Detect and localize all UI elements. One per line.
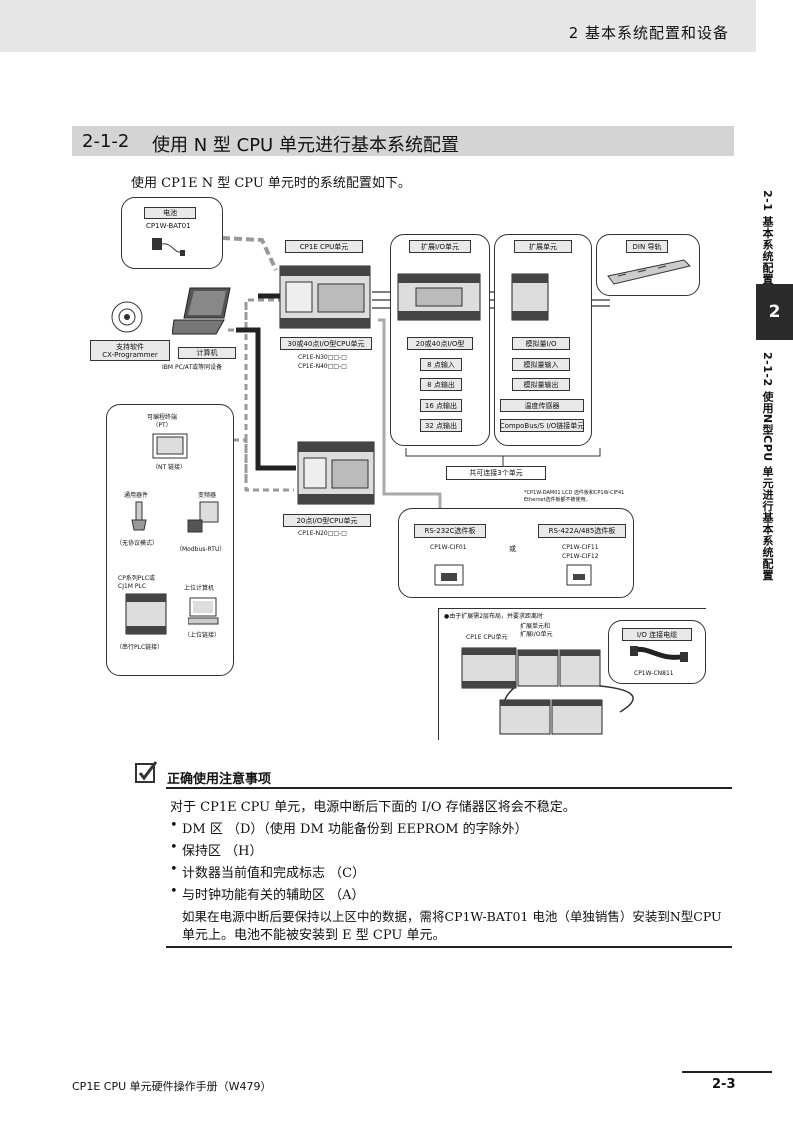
exp-unit-item: CompoBus/S I/O链接单元 (500, 419, 584, 432)
host-label: 上位计算机 (184, 585, 215, 592)
exp-unit-title: 扩展单元 (514, 240, 572, 253)
inverter-label: 变频器 (198, 492, 217, 499)
side-section-212: 2-1-2 使用N型CPU 单元进行基本系统配置 (761, 352, 774, 582)
connect-note: 共可连接3个单元 (446, 466, 546, 480)
rs232-board-icon (434, 564, 464, 586)
bullet-dot: • (170, 884, 178, 899)
header-bar (0, 0, 756, 52)
footer-rule (682, 1071, 772, 1073)
bullet-dot: • (170, 818, 178, 833)
chapter-tab-number: 2 (768, 302, 781, 322)
exp-io-type: 20或40点I/O型 (407, 337, 473, 350)
pt-label: 可编程终端 （PT） (147, 414, 178, 429)
din-rail-icon (607, 259, 691, 285)
side-section-21: 2-1 基本系统配置 (761, 190, 774, 285)
exp-io-image (397, 273, 481, 321)
exp-unit-item: 模拟量输出 (512, 378, 570, 391)
software-label: 支持软件 CX-Programmer (90, 340, 170, 361)
io-cable-icon (630, 646, 688, 662)
bullet-dot: • (170, 840, 178, 855)
rs232-model: CP1W-CIF01 (430, 544, 467, 551)
plc-link: （串行PLC链接） (116, 644, 164, 651)
or-label: 或 (509, 545, 516, 553)
precaution-intro: 对于 CP1E CPU 单元，电源中断后下面的 I/O 存储器区将会不稳定。 (170, 800, 576, 815)
chapter-header: 2 基本系统配置和设备 (568, 24, 729, 42)
exp-unit-item: 模拟量输入 (512, 358, 570, 371)
cd-icon (111, 301, 143, 333)
battery-label: 电池 (144, 207, 196, 219)
cpu-unit-label: 30或40点I/O型CPU单元 (280, 337, 372, 350)
exp-io-item: 16 点输出 (420, 399, 462, 412)
precaution-top-rule (166, 787, 732, 789)
rs232-label: RS-232C选件板 (414, 524, 486, 538)
two-row-units-image (461, 647, 603, 735)
cpu20-model: CP1E-N20□□-□ (298, 530, 347, 537)
bullet-dot: • (170, 862, 178, 877)
computer-desc: IBM PC/AT或等同设备 (162, 364, 223, 371)
intro-text: 使用 CP1E N 型 CPU 单元时的系统配置如下。 (131, 176, 411, 191)
exp-unit-item: 模拟量I/O (512, 337, 570, 350)
chapter-tab[interactable]: 2 (756, 284, 793, 340)
precaution-bullet: 计数器当前值和完成标志 （C） (182, 866, 366, 881)
page-number: 2-3 (712, 1077, 736, 1092)
precaution-bullet: 保持区 （H） (182, 844, 263, 859)
cpu-models: CP1E-N30□□-□ CP1E-N40□□-□ (298, 354, 347, 370)
host-link: （上位链接） (184, 632, 221, 639)
exp-unit-image (511, 273, 549, 321)
cpu20-label: 20点I/O型CPU单元 (283, 514, 371, 527)
two-row-note: ●由于扩展需2层布局，并要求距离时 (444, 613, 544, 620)
plc-icon (125, 593, 167, 635)
lcd-note: *CP1W-DAM01 LCD 选件板和CP1W-CIF41 Ethernet选… (524, 490, 625, 503)
io-cable-model: CP1W-CN811 (634, 670, 674, 677)
battery-model: CP1W-BAT01 (146, 222, 191, 230)
section-number: 2-1-2 (82, 131, 130, 152)
exp-io-item: 8 点输入 (420, 358, 462, 371)
computer-label: 计算机 (178, 347, 236, 359)
io-cable-label: I/O 连接电缆 (622, 628, 692, 641)
section-heading-bar (72, 126, 734, 156)
cpu-unit-image (279, 265, 371, 329)
pt-icon (152, 433, 188, 459)
two-row-cpu: CP1E CPU单元 (466, 634, 508, 641)
precaution-bullet: DM 区 （D）（使用 DM 功能备份到 EEPROM 的字除外） (182, 822, 528, 837)
precaution-note-line2: 单元上。电池不能被安装到 E 型 CPU 单元。 (182, 928, 446, 943)
modbus-label: （Modbus-RTU） (176, 546, 226, 553)
precaution-icon (135, 761, 158, 783)
cpu20-image (297, 441, 375, 505)
precaution-bottom-rule (166, 946, 732, 948)
exp-unit-item: 温度传感器 (500, 399, 584, 412)
precaution-bullet: 与时钟功能有关的辅助区 （A） (182, 888, 365, 903)
precaution-note-line1: 如果在电源中断后要保持以上区中的数据，需将CP1W-BAT01 电池（单独销售）… (182, 909, 722, 924)
exp-io-item: 8 点输出 (420, 378, 462, 391)
inverter-icon (187, 501, 219, 533)
two-row-divider-h (438, 608, 706, 609)
precaution-title: 正确使用注意事项 (167, 772, 272, 787)
exp-io-title: 扩展I/O单元 (409, 240, 471, 253)
rs422-label: RS-422A/485选件板 (538, 524, 626, 538)
rs422-models: CP1W-CIF11 CP1W-CIF12 (562, 544, 599, 560)
generic-device-icon (131, 501, 147, 531)
footer-manual-title: CP1E CPU 单元硬件操作手册（W479） (72, 1080, 272, 1093)
pt-link: （NT 链接） (152, 464, 187, 471)
two-row-divider-v (438, 608, 439, 740)
cpu-title: CP1E CPU单元 (285, 240, 363, 253)
section-title: 使用 N 型 CPU 单元进行基本系统配置 (152, 135, 459, 156)
plc-label: CP系列PLC或 CJ1M PLC (118, 575, 155, 590)
side-column-top (756, 0, 793, 52)
two-row-exp: 扩展单元和 扩展I/O单元 (520, 623, 553, 638)
laptop-icon (172, 287, 231, 335)
battery-icon (152, 238, 185, 256)
rs422-board-icon (566, 564, 592, 586)
generic-mode: （无协议模式） (116, 540, 159, 547)
host-computer-icon (188, 597, 219, 625)
exp-io-item: 32 点输出 (420, 419, 462, 432)
generic-label: 通用器件 (124, 492, 149, 499)
din-rail-label: DIN 导轨 (626, 240, 668, 253)
